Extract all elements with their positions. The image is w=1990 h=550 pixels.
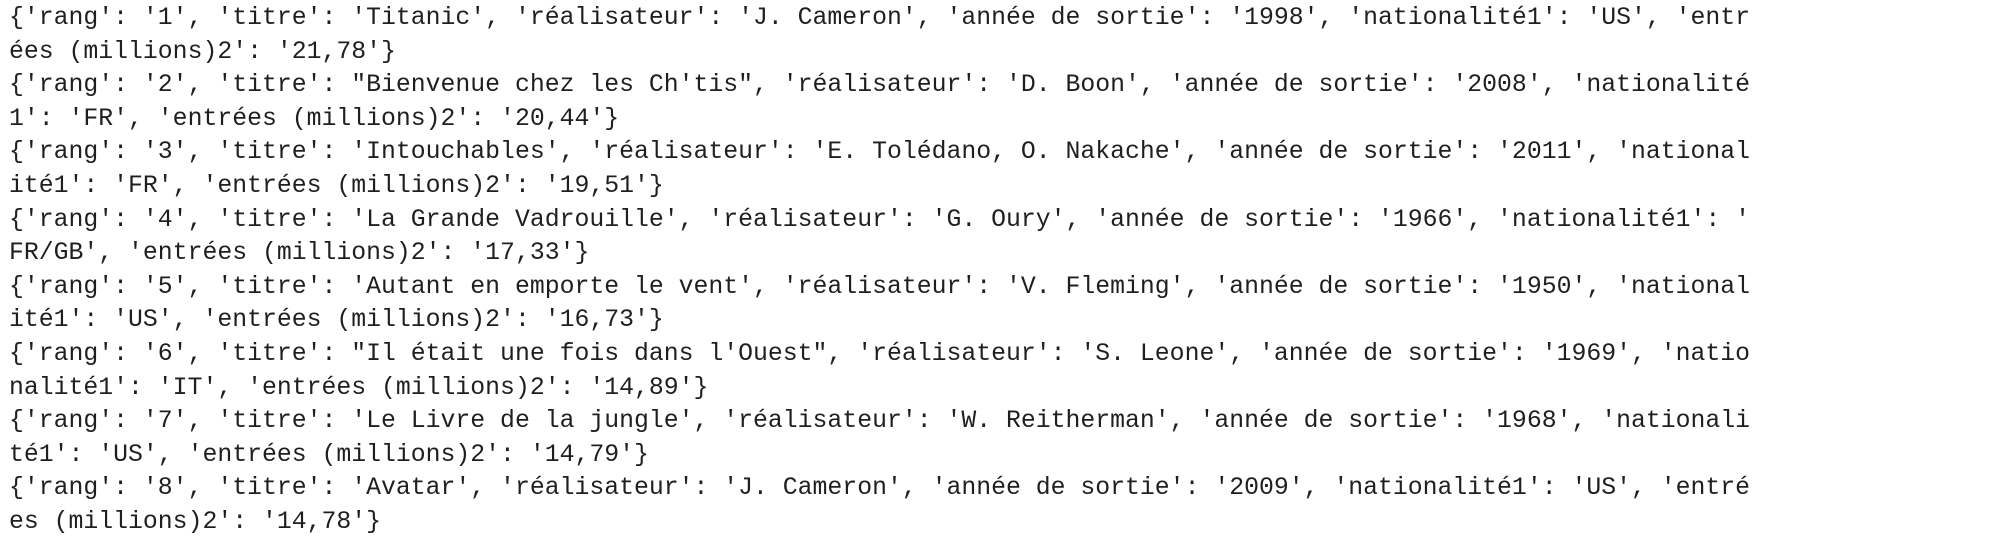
output-line: nalité1': 'IT', 'entrées (millions)2': '…	[9, 373, 709, 402]
output-line: {'rang': '6', 'titre': "Il était une foi…	[9, 339, 1751, 368]
output-line: 1': 'FR', 'entrées (millions)2': '20,44'…	[9, 104, 620, 133]
console-output: {'rang': '1', 'titre': 'Titanic', 'réali…	[9, 2, 1981, 540]
output-line: {'rang': '7', 'titre': 'Le Livre de la j…	[9, 407, 1751, 436]
output-line: ées (millions)2': '21,78'}	[9, 37, 396, 66]
output-line: {'rang': '8', 'titre': 'Avatar', 'réalis…	[9, 474, 1751, 503]
output-line: {'rang': '5', 'titre': 'Autant en emport…	[9, 272, 1751, 301]
output-line: ité1': 'FR', 'entrées (millions)2': '19,…	[9, 171, 664, 200]
output-line: FR/GB', 'entrées (millions)2': '17,33'}	[9, 239, 590, 268]
output-line: {'rang': '2', 'titre': "Bienvenue chez l…	[9, 71, 1751, 100]
output-line: té1': 'US', 'entrées (millions)2': '14,7…	[9, 440, 649, 469]
output-line: es (millions)2': '14,78'}	[9, 507, 382, 536]
output-line: {'rang': '3', 'titre': 'Intouchables', '…	[9, 138, 1751, 167]
output-line: {'rang': '4', 'titre': 'La Grande Vadrou…	[9, 205, 1751, 234]
output-line: {'rang': '1', 'titre': 'Titanic', 'réali…	[9, 4, 1751, 32]
output-line: ité1': 'US', 'entrées (millions)2': '16,…	[9, 306, 664, 335]
